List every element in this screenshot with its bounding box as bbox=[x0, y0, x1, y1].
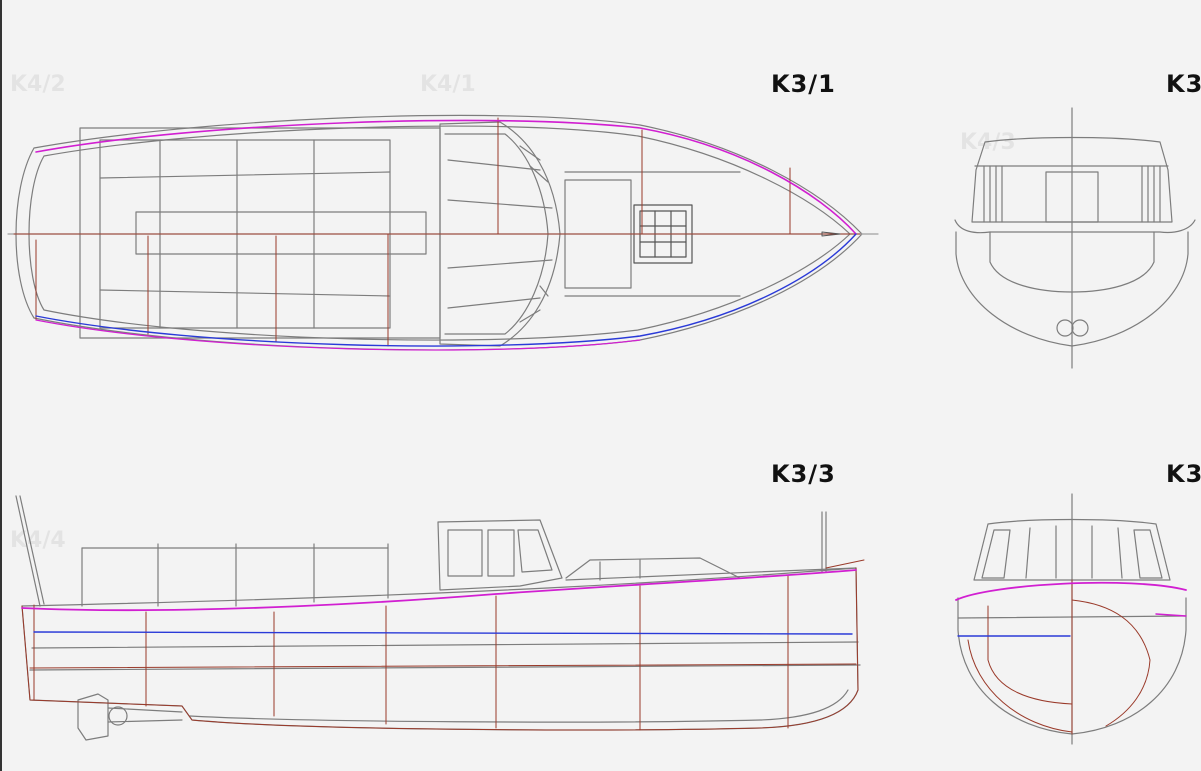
front-view-bottom-label: K3 bbox=[1166, 460, 1201, 488]
plan-hull-outline bbox=[15, 114, 863, 351]
side-hull-outline bbox=[21, 567, 859, 731]
ghost-label: K4/3 bbox=[960, 130, 1016, 155]
side-cabin bbox=[437, 519, 563, 591]
side-view bbox=[15, 495, 861, 741]
front-bottom-sheer-magenta bbox=[955, 581, 1187, 601]
front-bottom-red bbox=[967, 579, 1151, 735]
plan-cockpit-outer bbox=[79, 127, 441, 339]
plan-sheer-blue bbox=[35, 233, 857, 347]
plan-red-lines bbox=[13, 117, 861, 347]
side-sheer-magenta bbox=[21, 569, 857, 612]
side-outboard bbox=[77, 693, 109, 741]
ghost-label: K4/2 bbox=[10, 72, 66, 97]
side-view-label: K3/3 bbox=[771, 460, 836, 488]
ghost-label: K4/1 bbox=[420, 72, 476, 97]
plan-view bbox=[7, 114, 879, 351]
side-red-lines bbox=[21, 559, 865, 731]
top-view-label: K3/1 bbox=[771, 70, 836, 98]
plan-sheer-magenta bbox=[35, 119, 857, 235]
plan-centre-box bbox=[135, 211, 427, 255]
front-view-top bbox=[954, 107, 1196, 369]
plan-hull-inner bbox=[28, 125, 851, 341]
front-view-top-label: K3 bbox=[1166, 70, 1201, 98]
ghost-label: K4/4 bbox=[10, 528, 66, 553]
side-waterline-blue bbox=[33, 631, 853, 635]
